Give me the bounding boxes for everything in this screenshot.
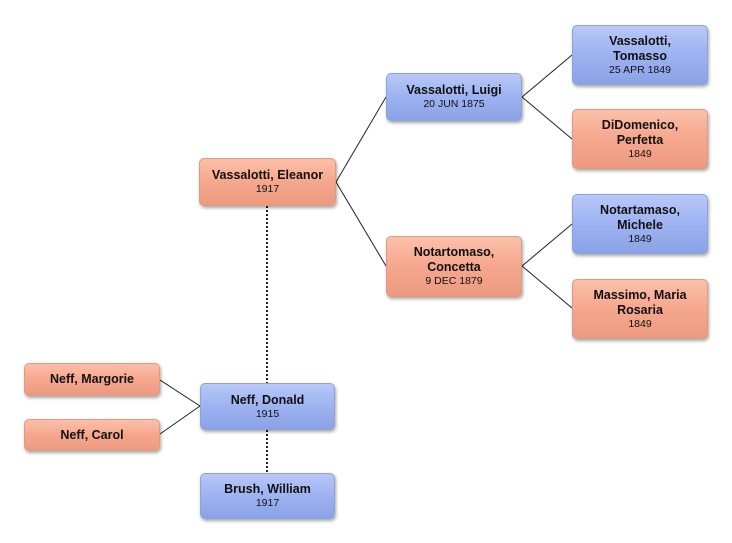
person-box-concetta-notartomaso[interactable]: Notartomaso, Concetta 9 DEC 1879 [386,236,522,297]
person-date: 25 APR 1849 [609,63,671,76]
person-box-donald-neff[interactable]: Neff, Donald 1915 [200,383,335,430]
person-name: Vassalotti, Luigi [406,83,502,97]
connector-donald-carol [159,405,201,435]
person-date: 1849 [628,317,652,330]
connector-luigi-perfetta [521,96,573,140]
person-date: 20 JUN 1875 [423,98,485,110]
person-box-luigi-vassalotti[interactable]: Vassalotti, Luigi 20 JUN 1875 [386,73,522,121]
person-name: Vassalotti, Eleanor [211,168,324,182]
connector-donald-margorie [159,379,201,407]
person-name: DiDomenico, Perfetta [601,117,679,147]
connector-concetta-michele [521,223,573,267]
connector-eleanor-concetta [335,181,387,267]
person-name: Brush, William [224,482,311,496]
person-name: Massimo, Maria Rosaria [593,287,687,317]
person-box-eleanor-vassalotti[interactable]: Vassalotti, Eleanor 1917 [199,158,336,206]
person-date: 1917 [255,497,280,509]
person-date: 1849 [628,147,652,160]
person-date: 1915 [255,407,280,420]
connector-luigi-tomasso [521,54,573,98]
person-date: 1917 [255,183,280,195]
person-name: Notartomaso, Concetta [413,245,495,274]
person-box-perfetta-didomenico[interactable]: DiDomenico, Perfetta 1849 [572,109,708,169]
person-box-carol-neff[interactable]: Neff, Carol [24,419,160,451]
person-box-maria-rosaria-massimo[interactable]: Massimo, Maria Rosaria 1849 [572,279,708,339]
person-date: 1849 [628,232,652,245]
person-box-tomasso-vassalotti[interactable]: Vassalotti, Tomasso 25 APR 1849 [572,25,708,85]
person-date: 9 DEC 1879 [425,275,483,287]
person-box-william-brush[interactable]: Brush, William 1917 [200,473,335,519]
person-name: Neff, Margorie [49,372,135,386]
person-name: Neff, Carol [60,427,124,442]
person-name: Vassalotti, Tomasso [609,33,671,63]
connector-concetta-rosaria [521,265,573,309]
person-name: Notartamaso, Michele [600,202,680,232]
connector-eleanor-luigi [335,96,387,183]
person-box-michele-notartamaso[interactable]: Notartamaso, Michele 1849 [572,194,708,254]
person-box-margorie-neff[interactable]: Neff, Margorie [24,363,160,396]
person-name: Neff, Donald [230,392,305,407]
